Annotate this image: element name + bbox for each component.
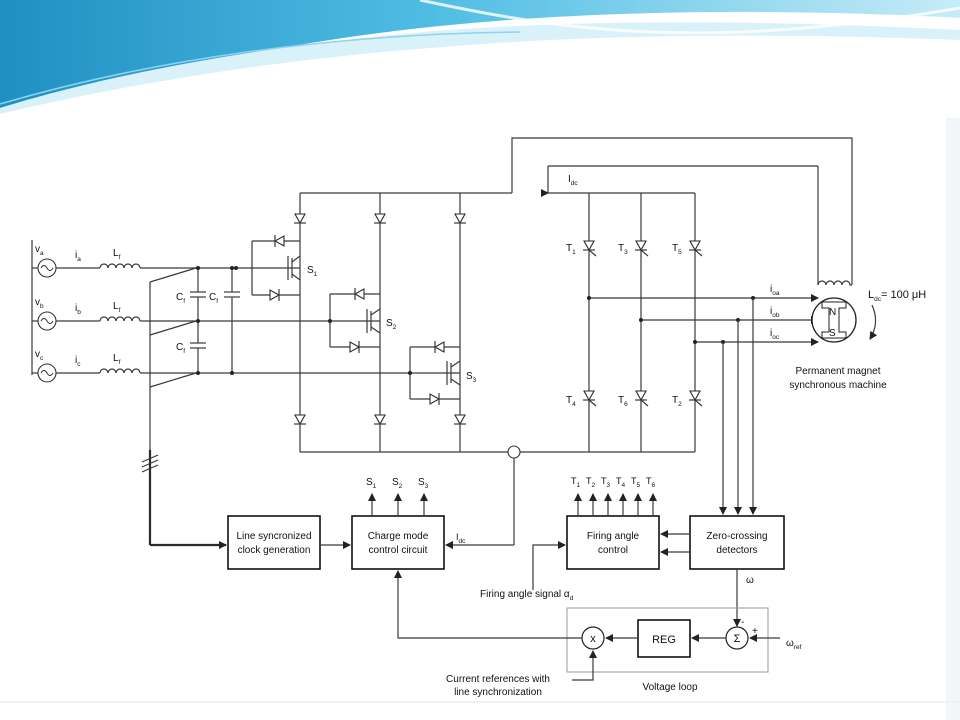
voltage-loop-label: Voltage loop bbox=[642, 682, 697, 693]
firing-out-t3: T3 bbox=[601, 476, 611, 489]
sum-plus: + bbox=[752, 626, 758, 637]
cap-label-2: Cf bbox=[209, 292, 218, 305]
switch-s3 bbox=[408, 341, 461, 405]
inductor-a-label: Lf bbox=[113, 248, 121, 261]
thyristor-t2-label: T2 bbox=[672, 395, 682, 408]
thyristor-t1-label: T1 bbox=[566, 243, 576, 256]
filter-capacitors bbox=[190, 266, 240, 375]
ioa-label: ioa bbox=[770, 284, 780, 297]
slide-right-edge bbox=[946, 118, 960, 720]
inductor-lf-b bbox=[99, 316, 141, 322]
header-banner bbox=[0, 0, 960, 114]
inductor-b-label: Lf bbox=[113, 301, 121, 314]
cap-label-1: Cf bbox=[176, 292, 185, 305]
firing-out-t2: T2 bbox=[586, 476, 596, 489]
charge-out-s1: S1 bbox=[366, 477, 377, 490]
thyristor-t4-label: T4 bbox=[566, 395, 576, 408]
thyristor-t6-label: T6 bbox=[618, 395, 628, 408]
sum-minus: - bbox=[741, 617, 744, 628]
thyristor-t3-label: T3 bbox=[618, 243, 628, 256]
charge-out-s2: S2 bbox=[392, 477, 403, 490]
inductor-lf-a bbox=[99, 263, 141, 269]
ac-source-c bbox=[32, 363, 100, 383]
machine-caption-2: synchronous machine bbox=[789, 380, 887, 391]
idc-feedback-label: Idc bbox=[456, 532, 466, 545]
machine-caption-1: Permanent magnet bbox=[795, 366, 880, 377]
rectifier-bridge bbox=[294, 192, 695, 453]
firing-angle-control-block bbox=[566, 515, 660, 570]
firing-out-t6: T6 bbox=[646, 476, 656, 489]
reg-label: REG bbox=[652, 634, 676, 646]
charge-out-s3: S3 bbox=[418, 477, 429, 490]
current-b-label: ib bbox=[75, 303, 81, 316]
zero-crossing-label-2: detectors bbox=[716, 545, 757, 556]
omega-ref-label: ωref bbox=[786, 638, 802, 651]
switch-s3-label: S3 bbox=[466, 371, 477, 384]
firing-signal-label: Firing angle signal αd bbox=[480, 589, 574, 602]
inductor-c-label: Lf bbox=[113, 353, 121, 366]
current-ref-label-1: Current references with bbox=[446, 674, 550, 685]
ac-source-a bbox=[31, 240, 100, 375]
iob-label: iob bbox=[770, 306, 780, 319]
machine-south-label: S bbox=[829, 328, 836, 339]
charge-mode-label-2: control circuit bbox=[369, 545, 428, 556]
current-a-label: ia bbox=[75, 250, 81, 263]
clock-generation-block bbox=[227, 515, 321, 570]
omega-label: ω bbox=[746, 575, 754, 586]
idc-label: Idc bbox=[568, 174, 578, 187]
firing-out-t5: T5 bbox=[631, 476, 641, 489]
zero-crossing-block bbox=[689, 515, 785, 570]
current-c-label: ic bbox=[75, 355, 81, 368]
firing-angle-label-1: Firing angle bbox=[587, 531, 640, 542]
firing-out-t1: T1 bbox=[571, 476, 581, 489]
clock-generation-label-2: clock generation bbox=[238, 545, 311, 556]
ldc-label: Ldc= 100 μH bbox=[868, 289, 926, 303]
zero-crossing-label-1: Zero-crossing bbox=[706, 531, 767, 542]
switch-s2 bbox=[328, 288, 381, 353]
ac-line-wiring bbox=[140, 267, 460, 549]
dc-link-wire bbox=[511, 137, 853, 285]
pm-synchronous-machine bbox=[811, 280, 878, 343]
multiplier-symbol: x bbox=[590, 633, 596, 645]
cap-label-3: Cf bbox=[176, 342, 185, 355]
ac-source-b bbox=[32, 311, 100, 331]
switch-s1-label: S1 bbox=[307, 265, 318, 278]
charge-mode-control-block bbox=[351, 515, 445, 570]
current-sensor bbox=[507, 445, 521, 459]
clock-generation-label-1: Line syncronized bbox=[236, 531, 311, 542]
thyristor-inverter bbox=[541, 165, 819, 515]
machine-north-label: N bbox=[829, 307, 836, 318]
source-b-label: vb bbox=[35, 297, 44, 310]
thyristor-t5-label: T5 bbox=[672, 243, 682, 256]
source-a-label: va bbox=[35, 244, 44, 257]
source-c-label: vc bbox=[35, 349, 44, 362]
reg-block bbox=[637, 619, 691, 658]
ioc-label: ioc bbox=[770, 328, 780, 341]
firing-angle-label-2: control bbox=[598, 545, 628, 556]
switch-s2-label: S2 bbox=[386, 318, 397, 331]
voltage-loop-box bbox=[566, 607, 769, 673]
charge-mode-label-1: Charge mode bbox=[368, 531, 429, 542]
switch-s1 bbox=[234, 235, 301, 301]
summing-symbol: Σ bbox=[734, 633, 741, 645]
firing-out-t4: T4 bbox=[616, 476, 626, 489]
inductor-lf-c bbox=[99, 368, 141, 374]
current-ref-label-2: line synchronization bbox=[454, 687, 542, 698]
